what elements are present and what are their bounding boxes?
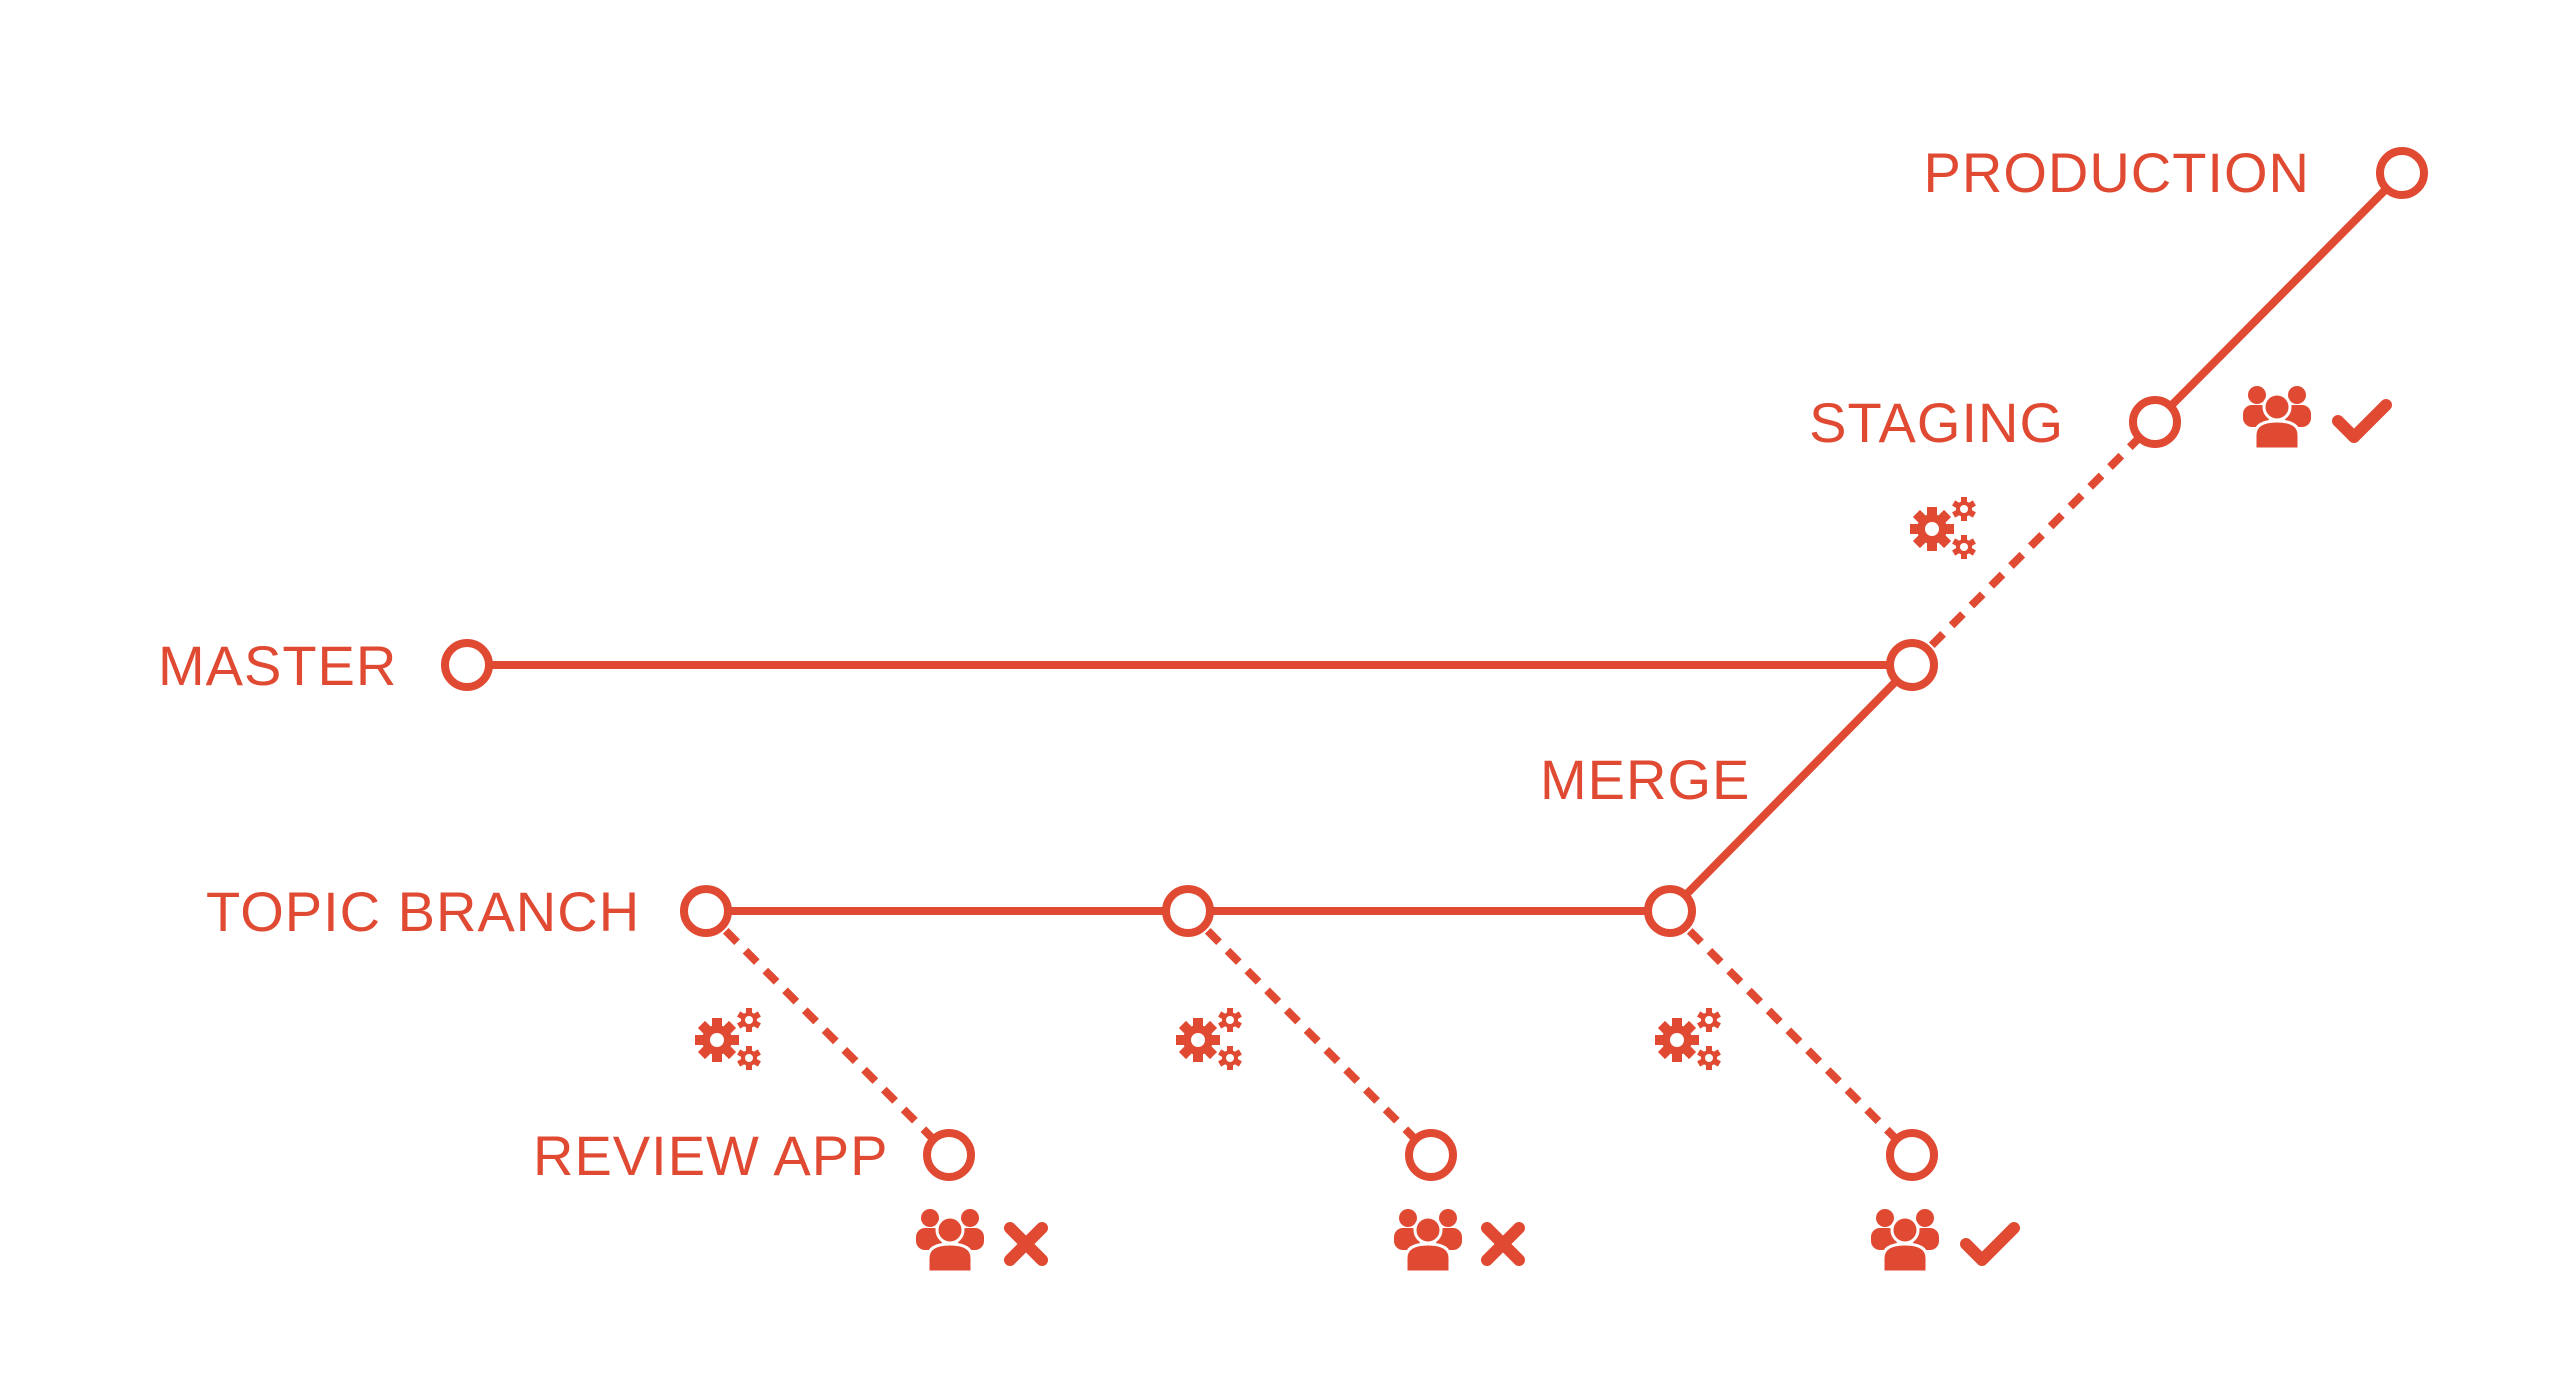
- review-deploy-line: [1185, 908, 1434, 1158]
- staging-node: [2129, 396, 2181, 448]
- gears-icon: [1655, 1008, 1721, 1070]
- review-deploy-line: [703, 908, 952, 1158]
- check-icon: [2338, 405, 2386, 437]
- review-app-node: [1886, 1129, 1938, 1181]
- review-deploy-line: [1667, 908, 1915, 1158]
- master-start-node: [441, 639, 493, 691]
- topic-node: [1644, 885, 1696, 937]
- review-app-node: [1405, 1129, 1457, 1181]
- master-merge-node: [1886, 639, 1938, 691]
- staging-label: STAGING: [1809, 391, 2064, 454]
- production-label: PRODUCTION: [1924, 141, 2310, 204]
- review-app-node: [923, 1129, 975, 1181]
- merge-line: [1667, 662, 1915, 914]
- staging-deploy-line: [1909, 419, 2158, 668]
- topic-node: [1162, 885, 1214, 937]
- x-icon: [1487, 1228, 1519, 1260]
- master-label: MASTER: [158, 634, 397, 697]
- merge-label: MERGE: [1540, 748, 1750, 811]
- production-node: [2376, 147, 2428, 199]
- review-app-label: REVIEW APP: [533, 1124, 888, 1187]
- users-icon: [1392, 1207, 1464, 1274]
- topic-branch-label: TOPIC BRANCH: [206, 880, 640, 943]
- gears-icon: [695, 1008, 761, 1070]
- gears-icon: [1910, 497, 1976, 559]
- users-icon: [1869, 1207, 1941, 1274]
- topic-node: [680, 885, 732, 937]
- users-icon: [2241, 384, 2313, 451]
- users-icon: [914, 1207, 986, 1274]
- x-icon: [1010, 1228, 1042, 1260]
- production-line: [2152, 170, 2405, 425]
- gears-icon: [1176, 1008, 1242, 1070]
- check-icon: [1966, 1228, 2014, 1260]
